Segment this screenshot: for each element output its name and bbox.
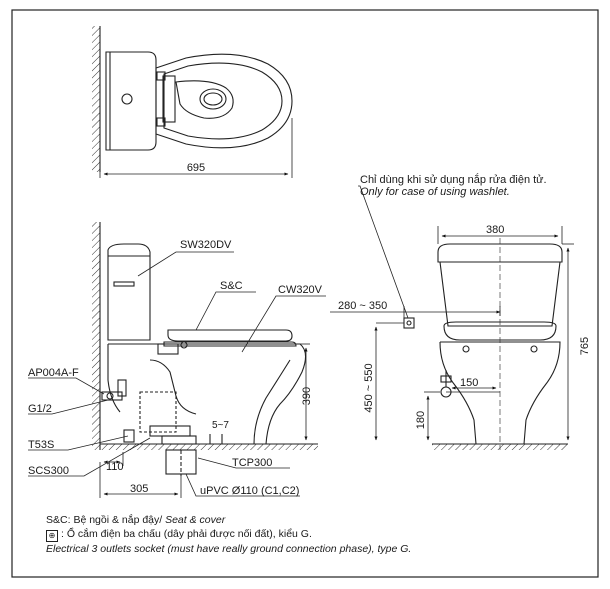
dim-150-label: 150 [460,377,478,389]
outlet-icon: ⊕ [46,530,58,542]
label-t53s: T53S [28,439,54,451]
top-view [92,26,293,172]
top-view-wall [92,26,100,172]
dim-695 [99,118,293,178]
dim-280-350-label: 280 ~ 350 [338,300,387,312]
label-bowl: CW320V [278,284,323,296]
side-view-leaders [28,251,326,497]
dim-380-label: 380 [486,224,504,236]
dim-5-7-label: 5~7 [212,420,229,431]
legend: S&C: Bệ ngồi & nắp đậy/ Seat & cover ⊕: … [46,513,586,556]
legend-outlet-en-line: Electrical 3 outlets socket (must have r… [46,542,586,556]
legend-sc-vi: Bệ ngồi & nắp đậy/ [73,514,163,526]
side-view-floor [100,444,318,450]
dim-695-label: 695 [187,162,205,174]
legend-sc-line: S&C: Bệ ngồi & nắp đậy/ Seat & cover [46,513,586,527]
legend-outlet-vi: : Ổ cắm điện ba chấu (dây phải được nối … [61,528,312,540]
label-angle-valve: AP004A-F [28,367,79,379]
label-tcp300: TCP300 [232,457,272,469]
note-en: Only for case of using washlet. [360,186,510,198]
legend-outlet-line: ⊕: Ổ cắm điện ba chấu (dây phải được nối… [46,527,586,542]
front-view-dims [330,185,574,441]
legend-sc-en: Seat & cover [165,514,226,526]
sheet-border [11,9,599,578]
dim-305-label: 305 [130,483,148,495]
dim-110-label: 110 [106,461,124,473]
label-upvc: uPVC Ø110 (C1,C2) [200,485,299,497]
label-g12: G1/2 [28,403,52,415]
legend-outlet-en: Electrical 3 outlets socket (must have r… [46,543,412,555]
label-seat-cover: S&C [220,280,243,292]
legend-sc-key: S&C: [46,514,71,526]
electrical-outlet [403,317,415,329]
side-view [92,222,318,476]
front-view [403,238,568,450]
dim-180-label: 180 [415,411,427,429]
note-vi: Chỉ dùng khi sử dụng nắp rửa điện tử. [360,173,547,186]
label-tank: SW320DV [180,239,232,251]
dim-450-550-label: 450 ~ 550 [363,363,375,412]
dim-765-label: 765 [579,337,591,355]
side-view-dims [99,343,310,498]
dim-390-label: 390 [301,387,313,405]
label-scs300: SCS300 [28,465,69,477]
side-view-wall [92,222,100,450]
